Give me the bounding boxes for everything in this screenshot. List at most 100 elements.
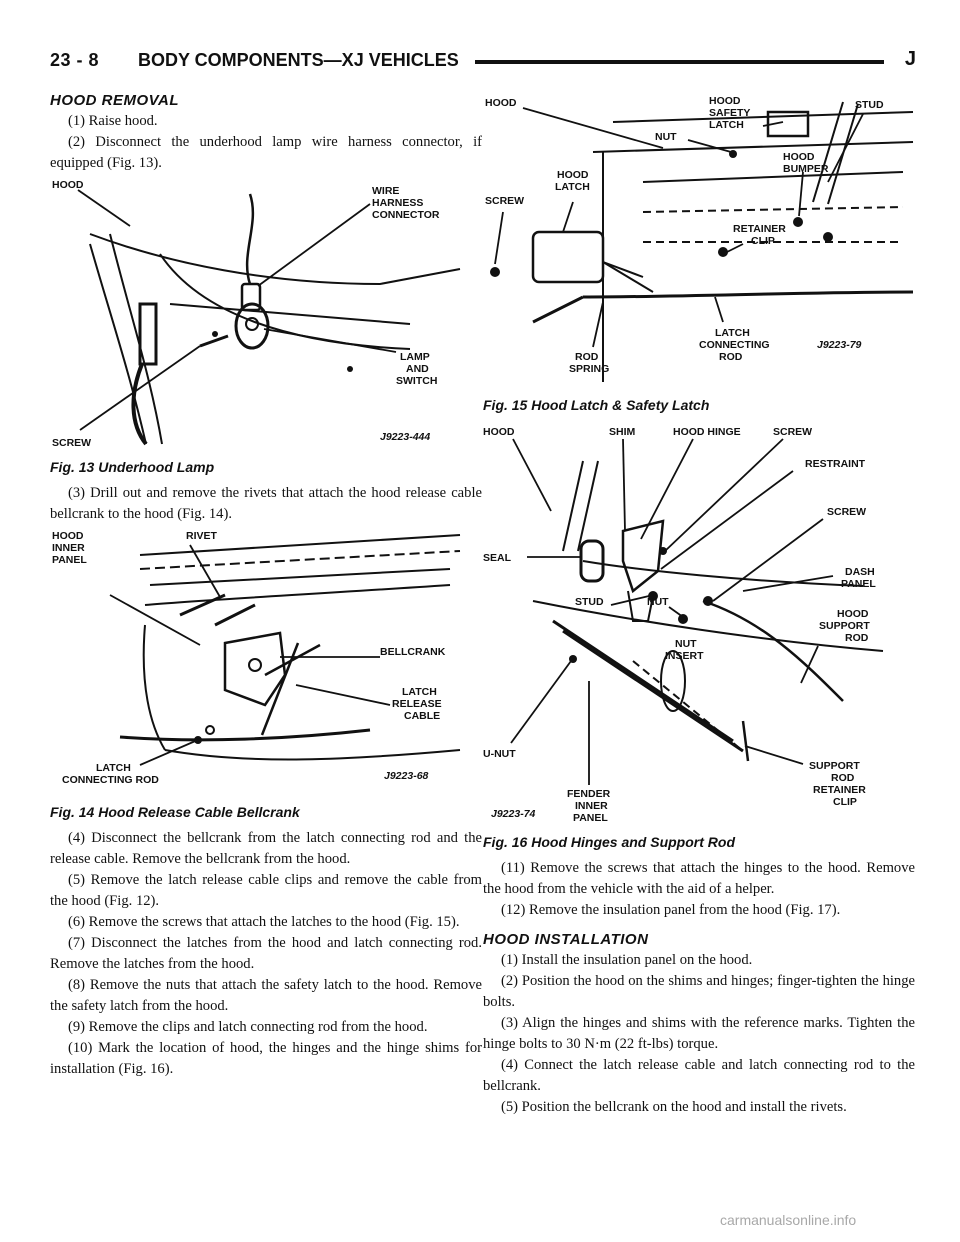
label-fender: FENDER [567, 788, 611, 800]
label-support: SUPPORT [819, 620, 870, 632]
hood-hinge-illustration: HOOD SHIM HOOD HINGE SCREW RESTRAINT SCR… [483, 426, 884, 824]
label-connecting-rod: CONNECTING ROD [62, 774, 159, 786]
label-lamp: LAMP [400, 351, 430, 363]
step-8: (8) Remove the nuts that attach the safe… [50, 977, 482, 1014]
bellcrank-illustration: HOOD INNER PANEL RIVET BELLCRANK LATCH R… [52, 530, 461, 786]
step-4: (4) Disconnect the bellcrank from the la… [50, 830, 482, 867]
step-3: (3) Drill out and remove the rivets that… [50, 485, 482, 522]
step-2: (2) Disconnect the underhood lamp wire h… [50, 134, 482, 171]
label-nut-insert: NUT [675, 638, 697, 650]
figure-15-caption: Fig. 15 Hood Latch & Safety Latch [483, 397, 710, 413]
label-latch: LATCH [555, 181, 590, 193]
step-5: (5) Remove the latch release cable clips… [50, 872, 482, 909]
label-retainer: RETAINER [733, 223, 786, 235]
label-hood-bumper: HOOD [783, 151, 815, 163]
label-spring: SPRING [569, 363, 609, 375]
figure-15: HOOD NUT HOOD SAFETY LATCH STUD HOOD BUM… [483, 92, 915, 413]
label-hood-hinge: HOOD HINGE [673, 426, 741, 438]
label-inner: INNER [52, 542, 85, 554]
label-fender-inner: INNER [575, 800, 608, 812]
page-number: 23 - 8 [50, 50, 100, 70]
label-switch: SWITCH [396, 375, 437, 387]
label-dash: DASH [845, 566, 875, 578]
label-nut: NUT [655, 131, 677, 143]
hood-latch-illustration: HOOD NUT HOOD SAFETY LATCH STUD HOOD BUM… [485, 95, 914, 382]
figure-code: J9223-68 [384, 770, 429, 782]
label-stud: STUD [575, 596, 604, 608]
underhood-lamp-illustration: HOOD WIRE HARNESS CONNECTOR LAMP AND SWI… [52, 179, 461, 449]
label-rod: ROD [575, 351, 599, 363]
figure-13: HOOD WIRE HARNESS CONNECTOR LAMP AND SWI… [50, 174, 482, 475]
figure-16: HOOD SHIM HOOD HINGE SCREW RESTRAINT SCR… [483, 421, 915, 850]
label-restraint: RESTRAINT [805, 458, 866, 470]
label-screw: SCREW [52, 437, 91, 449]
vehicle-mark: J [904, 48, 916, 70]
label-screw: SCREW [485, 195, 524, 207]
step-10: (10) Mark the location of hood, the hing… [50, 1040, 482, 1077]
label-dash-panel: PANEL [841, 578, 876, 590]
label-cable: CABLE [404, 710, 440, 722]
figure-14-caption: Fig. 14 Hood Release Cable Bellcrank [50, 804, 300, 820]
figure-16-caption: Fig. 16 Hood Hinges and Support Rod [483, 834, 735, 850]
label-connecting: CONNECTING [699, 339, 770, 351]
install-4: (4) Connect the latch release cable and … [483, 1057, 915, 1094]
label-insert: INSERT [665, 650, 704, 662]
install-1: (1) Install the insulation panel on the … [501, 952, 753, 968]
label-safety: SAFETY [709, 107, 750, 119]
label-rod: ROD [831, 772, 855, 784]
left-column: HOOD REMOVAL (1) Raise hood. (2) Disconn… [50, 92, 482, 1080]
figure-code: J9223-79 [817, 339, 862, 351]
figure-code: J9223-74 [491, 808, 536, 820]
label-latch-rod: LATCH [96, 762, 131, 774]
figure-14: HOOD INNER PANEL RIVET BELLCRANK LATCH R… [50, 525, 482, 820]
label-hood: HOOD [483, 426, 515, 438]
figure-13-caption: Fig. 13 Underhood Lamp [50, 459, 215, 475]
install-5: (5) Position the bellcrank on the hood a… [501, 1099, 847, 1115]
label-clip: CLIP [751, 235, 775, 247]
label-retainer: RETAINER [813, 784, 866, 796]
label-support-clip: SUPPORT [809, 760, 860, 772]
label-screw-top: SCREW [773, 426, 812, 438]
heading-hood-installation: HOOD INSTALLATION [483, 931, 649, 948]
step-7: (7) Disconnect the latches from the hood… [50, 935, 482, 972]
label-clip: CLIP [833, 796, 857, 808]
watermark: carmanualsonline.info [720, 1212, 857, 1228]
page-header: 23 - 8 BODY COMPONENTS—XJ VEHICLES J [50, 44, 920, 78]
label-hood: HOOD [485, 97, 517, 109]
label-and: AND [406, 363, 429, 375]
label-bellcrank: BELLCRANK [380, 646, 446, 658]
label-nut: NUT [647, 596, 669, 608]
install-3: (3) Align the hinges and shims with the … [483, 1015, 915, 1052]
label-shim: SHIM [609, 426, 636, 438]
label-hood-latch: HOOD [557, 169, 589, 181]
heading-hood-removal: HOOD REMOVAL [50, 92, 180, 109]
label-rivet: RIVET [186, 530, 218, 542]
label-fender-panel: PANEL [573, 812, 608, 824]
right-column: HOOD NUT HOOD SAFETY LATCH STUD HOOD BUM… [483, 92, 915, 1118]
label-panel: PANEL [52, 554, 87, 566]
label-connector: CONNECTOR [372, 209, 440, 221]
step-6: (6) Remove the screws that attach the la… [68, 914, 460, 930]
label-harness: HARNESS [372, 197, 423, 209]
label-safety-latch: LATCH [709, 119, 744, 131]
step-11: (11) Remove the screws that attach the h… [483, 860, 915, 897]
label-seal: SEAL [483, 552, 512, 564]
label-u-nut: U-NUT [483, 748, 516, 760]
label-screw: SCREW [827, 506, 866, 518]
label-hood: HOOD [52, 179, 84, 191]
section-title: BODY COMPONENTS—XJ VEHICLES [138, 50, 459, 70]
install-2: (2) Position the hood on the shims and h… [483, 973, 915, 1010]
label-support-rod: ROD [845, 632, 869, 644]
step-9: (9) Remove the clips and latch connectin… [68, 1019, 428, 1035]
label-latch: LATCH [402, 686, 437, 698]
label-bumper: BUMPER [783, 163, 829, 175]
label-conn-rod: ROD [719, 351, 743, 363]
label-stud: STUD [855, 99, 884, 111]
figure-code: J9223-444 [380, 431, 430, 443]
label-latch-conn: LATCH [715, 327, 750, 339]
label-wire: WIRE [372, 185, 399, 197]
header-rule [475, 60, 884, 64]
label-release: RELEASE [392, 698, 442, 710]
step-12: (12) Remove the insulation panel from th… [501, 902, 841, 918]
label-hood-safety: HOOD [709, 95, 741, 107]
